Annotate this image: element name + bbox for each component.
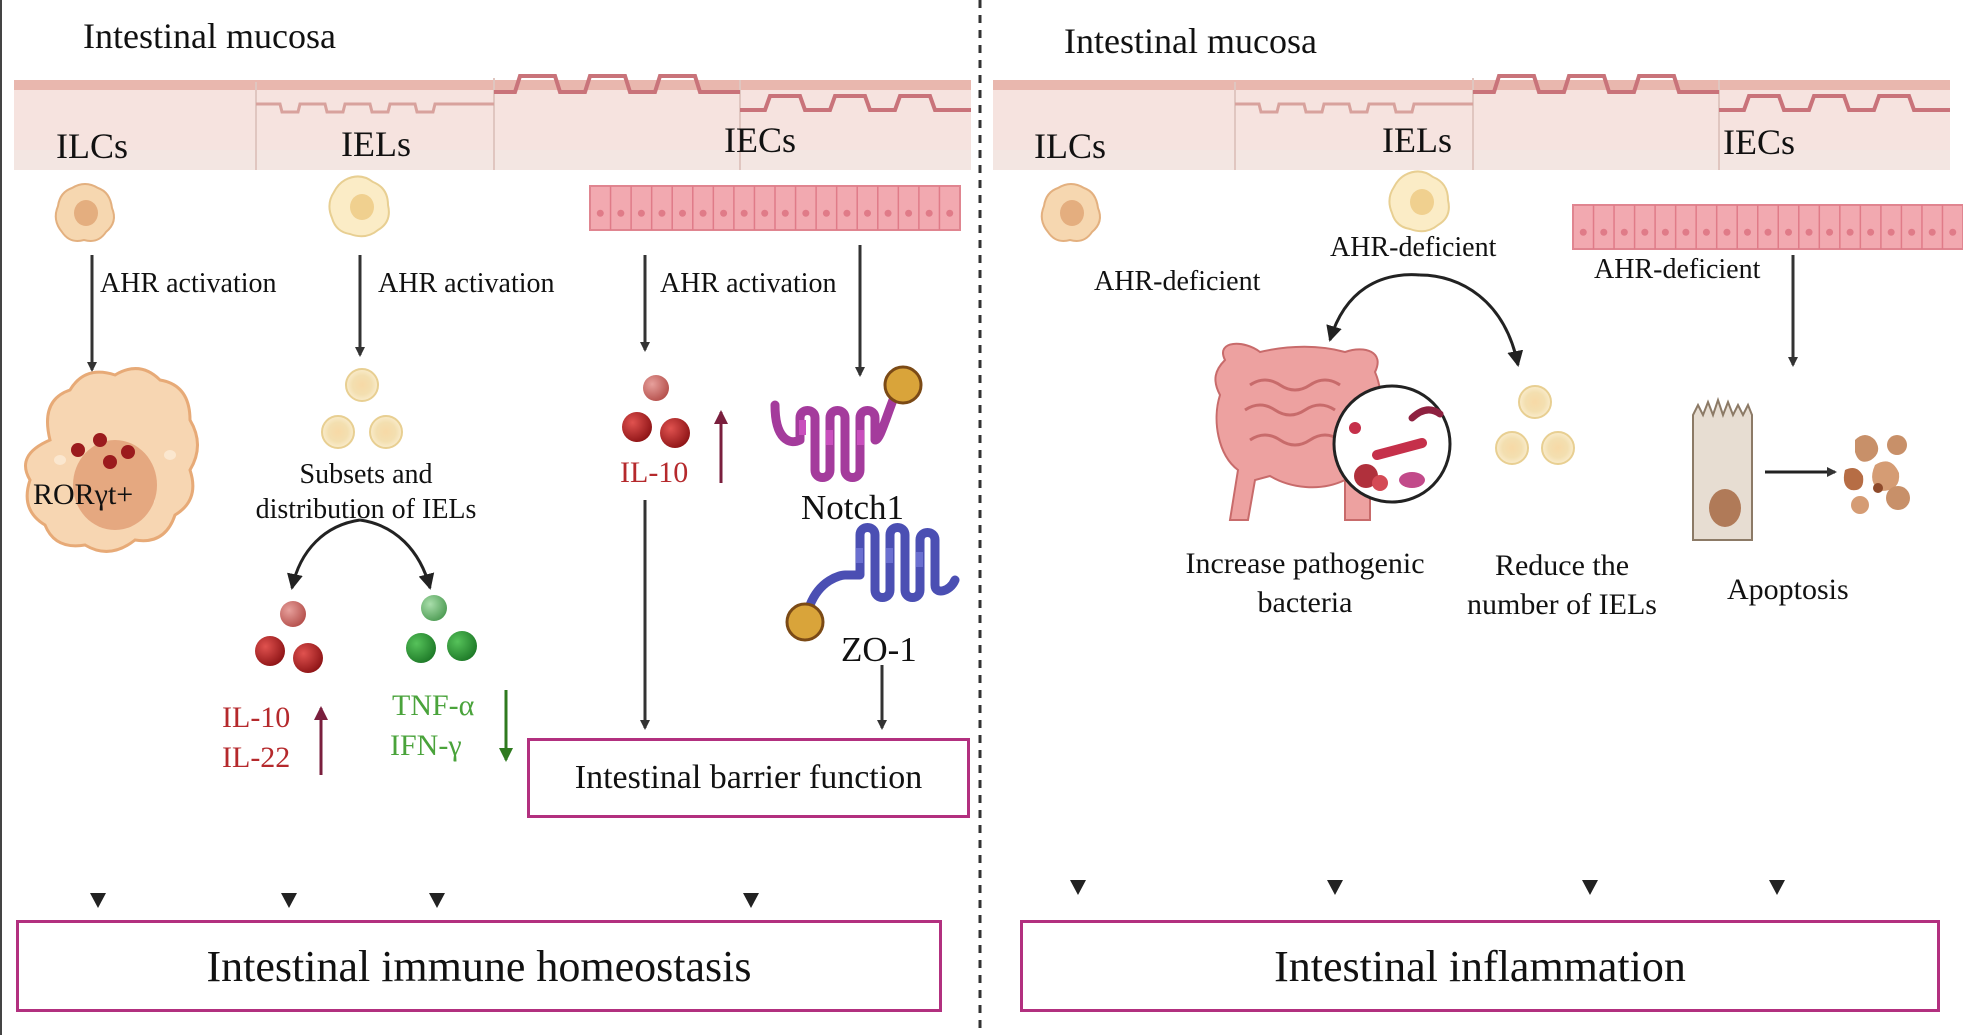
iel-subset-cells-icon — [321, 368, 403, 449]
il10-iec-label: IL-10 — [620, 456, 689, 489]
ror-cell-icon — [24, 367, 199, 553]
il10-iel-label: IL-10 — [222, 701, 291, 734]
ahr-activation-ilc: AHR activation — [100, 268, 277, 299]
tnf-label: TNF-α — [392, 689, 475, 722]
homeostasis-label: Intestinal immune homeostasis — [206, 941, 752, 991]
mucosa-strip-left — [14, 74, 971, 170]
zo1-label: ZO-1 — [841, 630, 917, 669]
iec-epithelium-icon — [589, 185, 961, 231]
arrow-fork-right — [359, 518, 435, 590]
left-iels-label: IELs — [341, 124, 411, 164]
ilc-cell-icon — [54, 183, 115, 242]
subsets-label-line2: distribution of IELs — [255, 494, 477, 525]
notch1-label: Notch1 — [801, 488, 905, 527]
reduce-iels-label-line1: Reduce the — [1494, 549, 1630, 582]
right-panel-title: Intestinal mucosa — [1064, 21, 1317, 61]
apoptosis-label: Apoptosis — [1727, 573, 1849, 606]
subsets-label-line1: Subsets and — [299, 459, 433, 490]
right-iecs-label: IECs — [1723, 122, 1795, 162]
intestine-bacteria-icon — [1214, 342, 1452, 521]
arrow-fork-left — [287, 518, 361, 590]
right-iels-label: IELs — [1382, 120, 1452, 160]
ilc-cell-icon-right — [1040, 183, 1101, 242]
left-panel-title: Intestinal mucosa — [83, 16, 336, 56]
ahr-activation-iec: AHR activation — [660, 268, 837, 299]
bacteria-label-line1: Increase pathogenic — [1185, 547, 1425, 580]
ahr-deficient-iec: AHR-deficient — [1594, 254, 1761, 285]
inflammation-label: Intestinal inflammation — [1274, 941, 1686, 991]
il10-il22-balls-icon — [255, 601, 323, 673]
barrier-function-box: Intestinal barrier function — [527, 738, 970, 818]
arrow-iel-to-reduce — [1419, 273, 1524, 367]
ifn-label: IFN-γ — [390, 729, 462, 762]
inflammation-box: Intestinal inflammation — [1020, 920, 1940, 1012]
reduce-iels-label-line2: number of IELs — [1467, 588, 1657, 621]
arrow-iel-to-bacteria — [1326, 273, 1421, 342]
ahr-activation-iel: AHR activation — [378, 268, 555, 299]
bacteria-label-line2: bacteria — [1257, 586, 1353, 619]
iel-cell-icon-right — [1388, 170, 1450, 233]
tnf-ifn-balls-icon — [406, 595, 477, 663]
il22-label: IL-22 — [222, 741, 291, 774]
barrier-function-label: Intestinal barrier function — [574, 759, 923, 796]
notch1-receptor-icon — [770, 365, 923, 482]
ahr-deficient-iel: AHR-deficient — [1330, 232, 1497, 263]
left-ilcs-label: ILCs — [56, 126, 128, 166]
zo1-protein-icon — [785, 523, 960, 642]
homeostasis-box: Intestinal immune homeostasis — [16, 920, 942, 1012]
iec-epithelium-icon-right — [1572, 204, 1963, 250]
left-iecs-label: IECs — [724, 120, 796, 160]
ahr-deficient-ilc: AHR-deficient — [1094, 266, 1261, 297]
right-ilcs-label: ILCs — [1034, 126, 1106, 166]
iel-cell-icon — [328, 175, 390, 238]
mucosa-strip-right — [993, 74, 1950, 170]
ror-label: RORγt+ — [33, 478, 134, 511]
iec-il10-balls-icon — [622, 375, 690, 448]
reduced-iels-icon — [1495, 385, 1575, 465]
apoptosis-cell-icon — [1692, 396, 1910, 541]
